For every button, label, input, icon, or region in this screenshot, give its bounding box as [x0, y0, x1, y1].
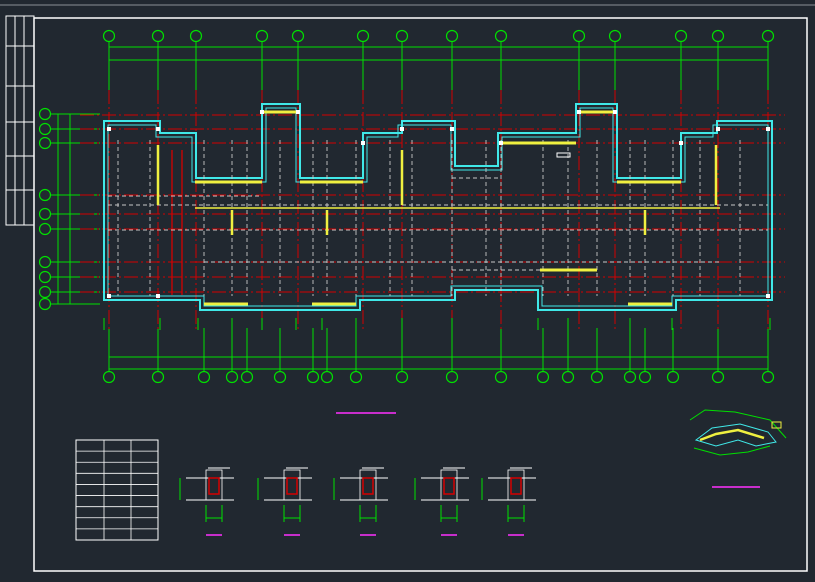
column-marker [156, 127, 160, 131]
section-detail [257, 467, 312, 536]
column-marker [296, 110, 300, 114]
ramp-highlight [699, 428, 765, 442]
bottom-axis-bubble [445, 370, 459, 384]
bottom-axis-bubble [590, 370, 604, 384]
bottom-axis-bubble [711, 370, 725, 384]
column-marker [577, 110, 581, 114]
top-axis-bubble [711, 29, 725, 43]
section-beam [208, 477, 220, 495]
column-marker [361, 141, 365, 145]
section-detail [481, 467, 536, 536]
bottom-axis-bubble [151, 370, 165, 384]
bottom-axis-bubble [320, 370, 334, 384]
column-marker [716, 127, 720, 131]
section-beam [286, 477, 298, 495]
column-marker [450, 127, 454, 131]
bottom-axis-bubble [494, 370, 508, 384]
floor-plan [103, 103, 773, 330]
interior-wall-outline [107, 107, 769, 307]
column-marker [766, 127, 770, 131]
left-axis-bubble [38, 122, 52, 136]
section-detail [333, 467, 388, 536]
section-beam [510, 477, 522, 495]
top-axis-bubble [151, 29, 165, 43]
left-axis-bubble [38, 188, 52, 202]
ramp-dimension-lower [693, 445, 771, 456]
exterior-wall-outline [103, 103, 773, 311]
section-details [179, 467, 536, 536]
bottom-axis-bubble [349, 370, 363, 384]
bottom-axis-bubble [197, 370, 211, 384]
bottom-axis-bubble [395, 370, 409, 384]
top-axis-bubble [102, 29, 116, 43]
left-axis-bubble [38, 255, 52, 269]
ramp-dimension [689, 409, 787, 439]
top-axis-bubble [494, 29, 508, 43]
small-opening [556, 152, 571, 158]
top-axis-bubble [608, 29, 622, 43]
detail-table [75, 439, 159, 541]
bottom-axis-bubble [561, 370, 575, 384]
top-axis-bubble [395, 29, 409, 43]
section-detail [179, 467, 234, 536]
ramp-outline [694, 423, 777, 447]
bottom-axis-bubble [273, 370, 287, 384]
column-marker [260, 110, 264, 114]
top-axis-bubble [674, 29, 688, 43]
column-marker [766, 294, 770, 298]
top-axis-bubble [291, 29, 305, 43]
bottom-axis-bubble [623, 370, 637, 384]
bottom-axis-bubble [240, 370, 254, 384]
bottom-axis-bubble [666, 370, 680, 384]
section-beam [362, 477, 374, 495]
left-axis-bubble [38, 136, 52, 150]
column-marker [400, 127, 404, 131]
top-axis-bubble [189, 29, 203, 43]
bottom-axis-bubble [536, 370, 550, 384]
top-axis-bubble [572, 29, 586, 43]
detail-table-border [75, 439, 159, 541]
drawing-frame [33, 17, 808, 572]
bottom-axis-bubble [102, 370, 116, 384]
top-axis-bubble [761, 29, 775, 43]
bottom-axis-bubble [638, 370, 652, 384]
top-axis-bubble [356, 29, 370, 43]
column-marker [156, 294, 160, 298]
ramp-tag [771, 421, 782, 429]
left-axis-bubble [38, 107, 52, 121]
top-axis-bubble [445, 29, 459, 43]
bottom-axis-bubble [761, 370, 775, 384]
column-marker [679, 141, 683, 145]
section-beam [443, 477, 455, 495]
ramp-detail [689, 409, 787, 456]
left-axis-bubble [38, 285, 52, 299]
column-marker [107, 294, 111, 298]
title-block-strip [5, 15, 35, 226]
annotations [336, 409, 787, 488]
bottom-axis-bubble [225, 370, 239, 384]
section-detail [414, 467, 469, 536]
left-axis-bubble [38, 207, 52, 221]
left-axis-bubble [38, 270, 52, 284]
left-axis-bubble [38, 297, 52, 311]
column-marker [107, 127, 111, 131]
left-axis-bubble [38, 222, 52, 236]
column-marker [499, 141, 503, 145]
top-axis-bubble [255, 29, 269, 43]
bottom-axis-bubble [306, 370, 320, 384]
column-marker [613, 110, 617, 114]
